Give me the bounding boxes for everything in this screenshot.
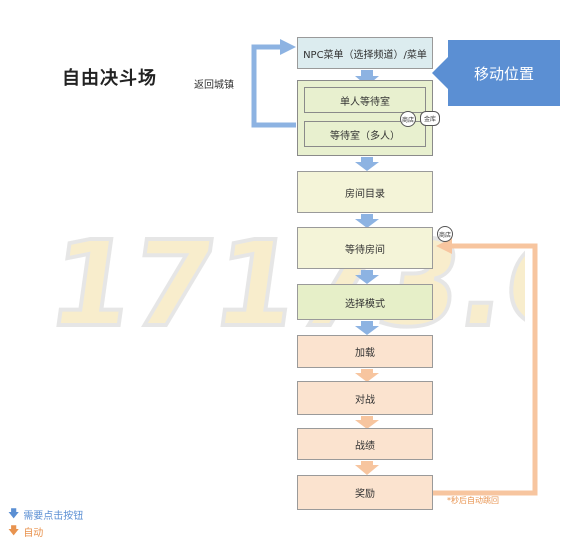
legend-auto: 🡇 自动 bbox=[8, 522, 43, 541]
node-reward: 奖励 bbox=[297, 475, 433, 510]
node-wait-room: 等待房间 bbox=[297, 227, 433, 269]
legend-click: 🡇 需要点击按钮 bbox=[8, 505, 83, 524]
legend-click-label: 需要点击按钮 bbox=[23, 511, 84, 522]
orange-down-arrows bbox=[355, 369, 379, 475]
legend-auto-label: 自动 bbox=[23, 528, 44, 539]
blue-down-arrow-icon: 🡇 bbox=[8, 507, 20, 520]
orange-down-arrow-icon: 🡇 bbox=[8, 524, 20, 537]
gold-badge: 金库 bbox=[420, 111, 441, 126]
node-loading: 加载 bbox=[297, 335, 433, 368]
auto-return-loop bbox=[433, 243, 538, 496]
return-to-town-label: 返回城镇 bbox=[194, 80, 234, 91]
page-title: 自由决斗场 bbox=[62, 68, 157, 89]
return-loop-arrow bbox=[251, 44, 296, 128]
shop-badge-2: 商店 bbox=[437, 226, 453, 242]
return-loop-arrowhead bbox=[280, 39, 296, 55]
move-position-box: 移动位置 bbox=[448, 40, 560, 106]
auto-return-note: *秒后自动跳回 bbox=[447, 496, 499, 505]
auto-return-arrowhead bbox=[436, 238, 452, 254]
node-npc-menu: NPC菜单（选择频道）/菜单 bbox=[297, 37, 433, 69]
move-position-arrowhead bbox=[432, 56, 449, 90]
node-select-mode: 选择模式 bbox=[297, 284, 433, 320]
node-single-wait: 单人等待室 bbox=[304, 87, 426, 113]
node-result: 战绩 bbox=[297, 428, 433, 460]
node-room-list: 房间目录 bbox=[297, 171, 433, 213]
shop-badge: 商店 bbox=[400, 111, 416, 127]
node-battle: 对战 bbox=[297, 381, 433, 415]
